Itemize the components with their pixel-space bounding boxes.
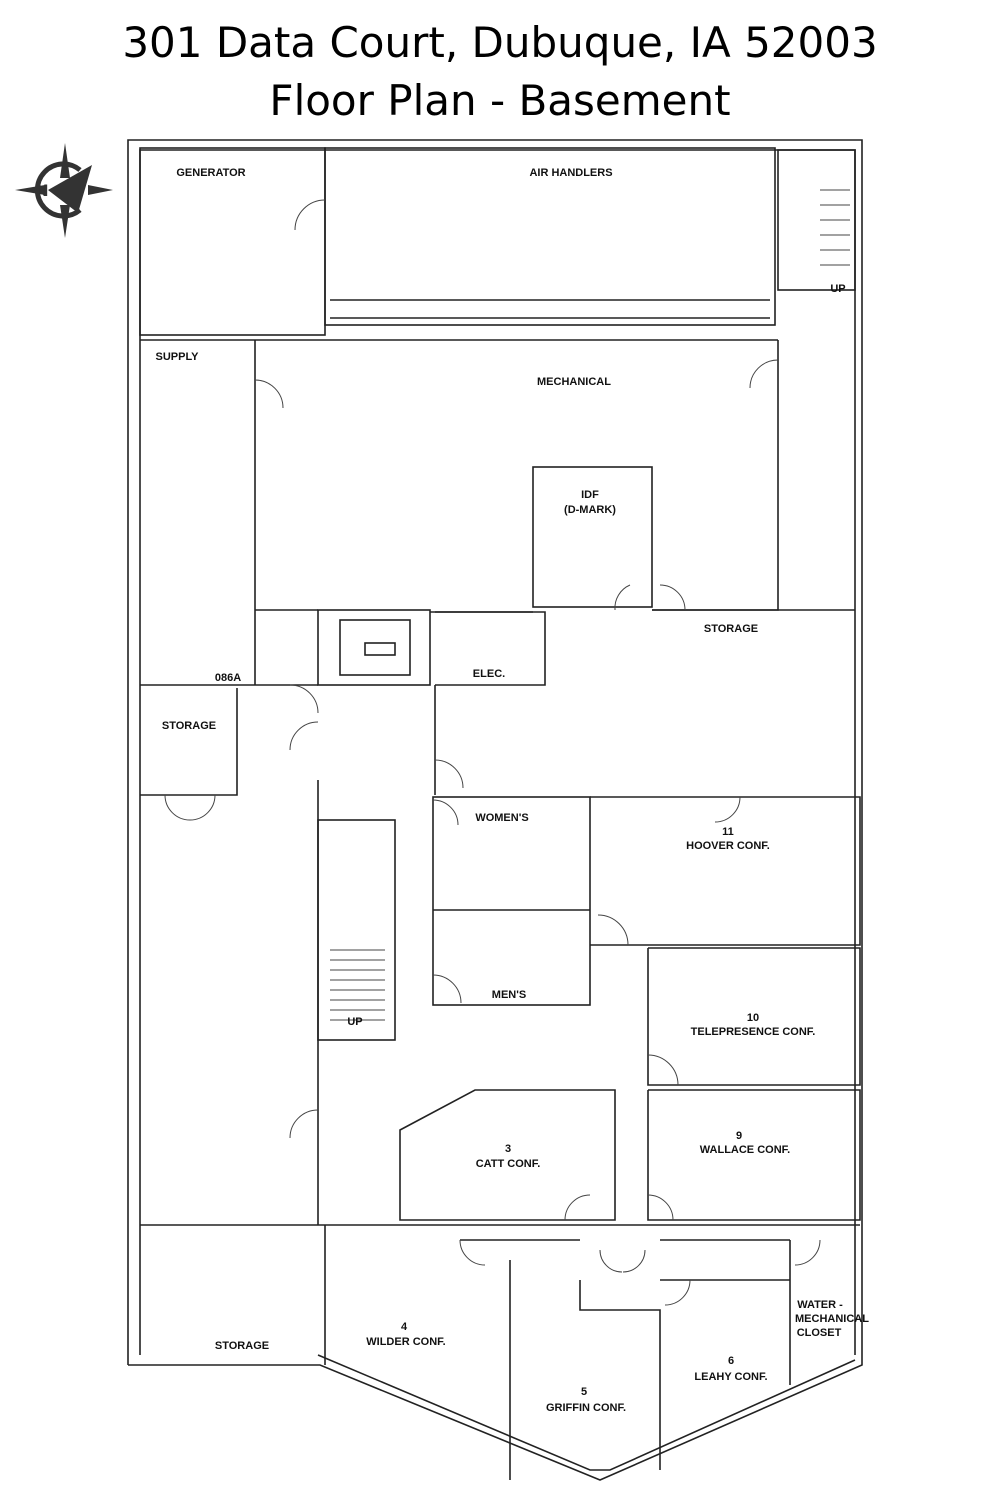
room-number-griffin: 5 — [581, 1386, 587, 1398]
room-label-mechanical: MECHANICAL — [537, 376, 611, 388]
outer-walls — [127, 139, 863, 1481]
room-label-leahy: LEAHY CONF. — [694, 1371, 767, 1383]
room-label-storage-bottom: STORAGE — [215, 1340, 269, 1352]
room-label-air-handlers: AIR HANDLERS — [529, 167, 612, 179]
room-label-water-3: CLOSET — [797, 1327, 842, 1339]
room-label-elec: ELEC. — [473, 668, 505, 680]
room-label-womens: WOMEN'S — [475, 812, 528, 824]
page-subtitle: Floor Plan - Basement — [269, 76, 731, 125]
page-title-address: 301 Data Court, Dubuque, IA 52003 — [122, 18, 878, 67]
room-number-hoover: 11 — [722, 826, 734, 838]
room-label-idf-dmark: (D-MARK) — [564, 504, 616, 516]
room-label-generator: GENERATOR — [176, 167, 245, 179]
room-label-storage-mid: STORAGE — [704, 623, 758, 635]
room-number-leahy: 6 — [728, 1355, 734, 1367]
room-labels: GENERATOR AIR HANDLERS UP SUPPLY MECHANI… — [155, 167, 869, 1414]
room-label-wallace: WALLACE CONF. — [700, 1144, 790, 1156]
door-swings — [164, 199, 821, 1306]
north-compass-icon: N — [15, 143, 113, 238]
room-label-mens: MEN'S — [492, 989, 526, 1001]
room-label-supply: SUPPLY — [155, 351, 199, 363]
stair-up-label: UP — [347, 1016, 362, 1028]
room-label-telepresence: TELEPRESENCE CONF. — [691, 1026, 816, 1038]
room-number-catt: 3 — [505, 1143, 511, 1155]
room-number-wilder: 4 — [401, 1321, 408, 1333]
stair-up-label-top: UP — [830, 283, 845, 295]
room-number-wallace: 9 — [736, 1130, 742, 1142]
room-label-idf: IDF — [581, 489, 599, 501]
room-label-086a: 086A — [215, 672, 241, 684]
room-label-griffin: GRIFFIN CONF. — [546, 1402, 626, 1414]
room-label-water-2: MECHANICAL — [795, 1313, 869, 1325]
compass-letter: N — [35, 181, 48, 200]
room-label-wilder: WILDER CONF. — [366, 1336, 445, 1348]
room-number-telepresence: 10 — [747, 1012, 759, 1024]
room-label-storage-left: STORAGE — [162, 720, 216, 732]
room-label-catt: CATT CONF. — [476, 1158, 541, 1170]
interior-walls — [139, 147, 861, 1480]
room-label-water-1: WATER - — [797, 1299, 843, 1311]
room-label-hoover: HOOVER CONF. — [686, 840, 770, 852]
stair-treads — [330, 189, 850, 1021]
